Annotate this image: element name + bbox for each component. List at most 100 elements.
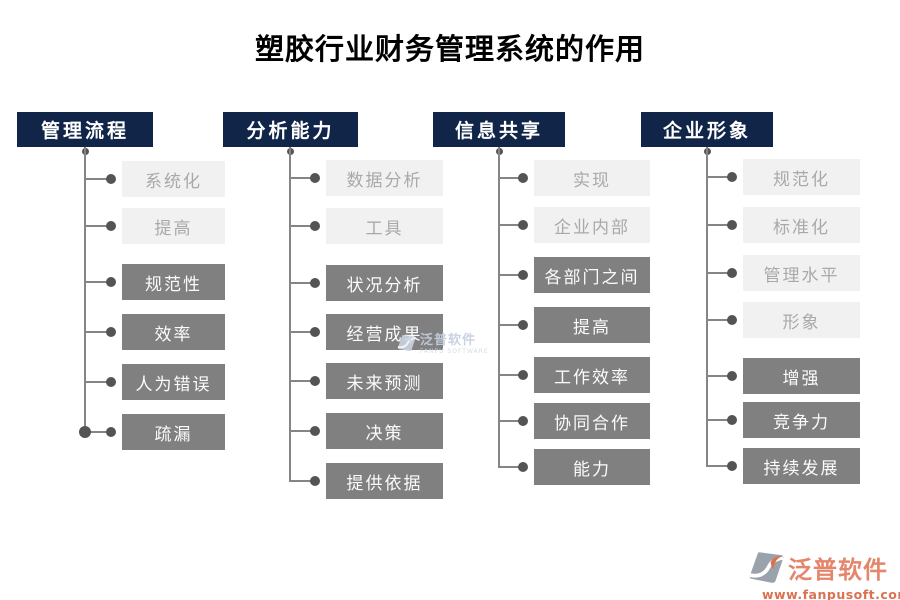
node-box: 效率 xyxy=(122,314,225,350)
connector-branch-dot xyxy=(518,270,528,280)
connector-branch-line xyxy=(290,480,316,482)
node-box: 管理水平 xyxy=(743,255,860,291)
node-box: 系统化 xyxy=(122,161,225,197)
connector-branch-line xyxy=(707,224,733,226)
node-box: 能力 xyxy=(534,449,650,485)
connector-branch-line xyxy=(707,176,733,178)
connector-branch-dot xyxy=(727,461,737,471)
node-box: 工作效率 xyxy=(534,357,650,393)
node-box: 人为错误 xyxy=(122,364,225,400)
connector-branch-dot xyxy=(310,221,320,231)
connector-branch-line xyxy=(499,420,524,422)
connector-branch-line xyxy=(85,431,112,433)
node-box: 标准化 xyxy=(743,207,860,243)
column-header: 信息共享 xyxy=(433,112,565,147)
connector-branch-dot xyxy=(518,416,528,426)
node-box: 疏漏 xyxy=(122,414,225,450)
connector-branch-dot xyxy=(518,370,528,380)
connector-branch-line xyxy=(499,374,524,376)
connector-branch-dot xyxy=(518,320,528,330)
connector-branch-line xyxy=(499,324,524,326)
node-box: 竞争力 xyxy=(743,402,860,438)
connector-vertical-line xyxy=(289,147,291,482)
fanpu-logo-icon xyxy=(748,551,786,588)
node-box: 协同合作 xyxy=(534,403,650,439)
connector-branch-line xyxy=(707,465,733,467)
watermark-text-block: 泛普软件 FANPU SOFTWARE xyxy=(420,334,489,355)
connector-branch-dot xyxy=(727,315,737,325)
connector-branch-line xyxy=(707,319,733,321)
connector-branch-dot xyxy=(310,376,320,386)
connector-branch-dot xyxy=(518,173,528,183)
watermark-subtext: FANPU SOFTWARE xyxy=(420,348,489,355)
column-header: 管理流程 xyxy=(17,112,153,147)
connector-branch-line xyxy=(707,419,733,421)
node-box: 数据分析 xyxy=(326,160,443,196)
node-box: 增强 xyxy=(743,358,860,394)
connector-branch-line xyxy=(290,430,316,432)
connector-branch-dot xyxy=(310,173,320,183)
watermark-logo-icon xyxy=(397,334,417,356)
watermark: 泛普软件 FANPU SOFTWARE xyxy=(397,334,489,356)
watermark-name: 泛普软件 xyxy=(420,333,477,348)
footer-logo-row: 泛普软件 xyxy=(748,551,894,588)
connector-branch-dot xyxy=(106,427,116,437)
connector-branch-dot xyxy=(106,221,116,231)
connector-branch-line xyxy=(499,274,524,276)
connector-branch-line xyxy=(290,331,316,333)
connector-branch-line xyxy=(707,272,733,274)
node-box: 企业内部 xyxy=(534,207,650,243)
connector-end-dot xyxy=(79,426,91,438)
connector-branch-line xyxy=(290,177,316,179)
connector-branch-dot xyxy=(106,327,116,337)
connector-branch-dot xyxy=(106,174,116,184)
connector-branch-dot xyxy=(310,327,320,337)
connector-branch-line xyxy=(290,282,316,284)
connector-branch-dot xyxy=(727,371,737,381)
connector-branch-dot xyxy=(106,277,116,287)
connector-branch-dot xyxy=(310,278,320,288)
connector-branch-line xyxy=(499,224,524,226)
page-title: 塑胶行业财务管理系统的作用 xyxy=(254,32,645,66)
connector-branch-dot xyxy=(518,220,528,230)
connector-vertical-line xyxy=(84,147,86,433)
connector-branch-dot xyxy=(727,172,737,182)
connector-branch-line xyxy=(707,375,733,377)
connector-branch-dot xyxy=(727,415,737,425)
node-box: 规范化 xyxy=(743,159,860,195)
connector-vertical-line xyxy=(498,147,500,468)
node-box: 未来预测 xyxy=(326,363,443,399)
node-box: 持续发展 xyxy=(743,448,860,484)
node-box: 工具 xyxy=(326,208,443,244)
node-box: 决策 xyxy=(326,413,443,449)
node-box: 状况分析 xyxy=(326,265,443,301)
node-box: 实现 xyxy=(534,160,650,196)
connector-vertical-line xyxy=(706,147,708,467)
connector-branch-line xyxy=(85,281,112,283)
column-header: 分析能力 xyxy=(223,112,358,147)
connector-branch-dot xyxy=(727,220,737,230)
footer-logo: 泛普软件 www.fanpusoft.com xyxy=(748,551,900,600)
connector-branch-line xyxy=(290,380,316,382)
node-box: 各部门之间 xyxy=(534,257,650,293)
connector-branch-dot xyxy=(518,462,528,472)
node-box: 提高 xyxy=(122,208,225,244)
footer-logo-name: 泛普软件 xyxy=(788,555,888,584)
connector-branch-dot xyxy=(310,426,320,436)
connector-branch-line xyxy=(499,466,524,468)
connector-branch-line xyxy=(85,225,112,227)
node-box: 规范性 xyxy=(122,264,225,300)
connector-branch-line xyxy=(85,381,112,383)
connector-branch-dot xyxy=(310,476,320,486)
connector-branch-dot xyxy=(106,377,116,387)
connector-branch-line xyxy=(85,331,112,333)
footer-logo-url: www.fanpusoft.com xyxy=(762,587,900,600)
node-box: 提高 xyxy=(534,307,650,343)
column-header: 企业形象 xyxy=(641,112,773,147)
connector-branch-dot xyxy=(727,268,737,278)
node-box: 提供依据 xyxy=(326,463,443,499)
connector-branch-line xyxy=(499,177,524,179)
connector-branch-line xyxy=(290,225,316,227)
connector-branch-line xyxy=(85,178,112,180)
